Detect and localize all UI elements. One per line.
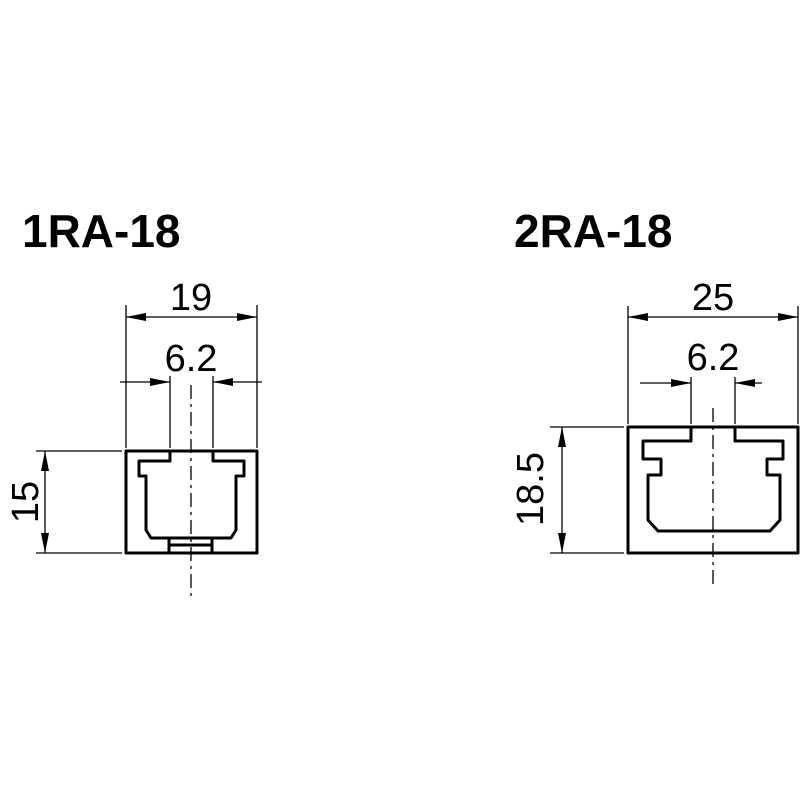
arrowhead [628,313,648,321]
arrowhead [41,451,49,471]
arrowhead [778,313,798,321]
slot-dimension-label: 6.2 [687,337,740,379]
arrowhead [237,313,257,321]
arrowhead [41,533,49,553]
arrowhead [558,533,566,553]
profile-title: 2RA-18 [514,205,673,257]
slot-dimension-label: 6.2 [165,338,218,380]
rail-bottom-slot [167,538,214,553]
height-dimension-label: 18.5 [510,452,552,526]
arrowhead [671,379,691,387]
rail-channel-outline [641,427,785,533]
height-dimension-label: 15 [5,481,47,523]
arrowhead [558,427,566,447]
profile-1ra-18: 1RA-18 19 6.2 15 [5,205,262,598]
arrowhead [150,378,170,386]
arrowhead [213,378,233,386]
width-dimension-label: 19 [170,277,212,319]
rail-channel-outline [137,451,246,540]
arrowhead [735,379,755,387]
rail-profile-outline [626,425,800,555]
profile-2ra-18: 2RA-18 25 6.2 18.5 [510,205,800,585]
profile-title: 1RA-18 [22,205,181,257]
width-dimension-label: 25 [692,277,734,319]
arrowhead [126,313,146,321]
